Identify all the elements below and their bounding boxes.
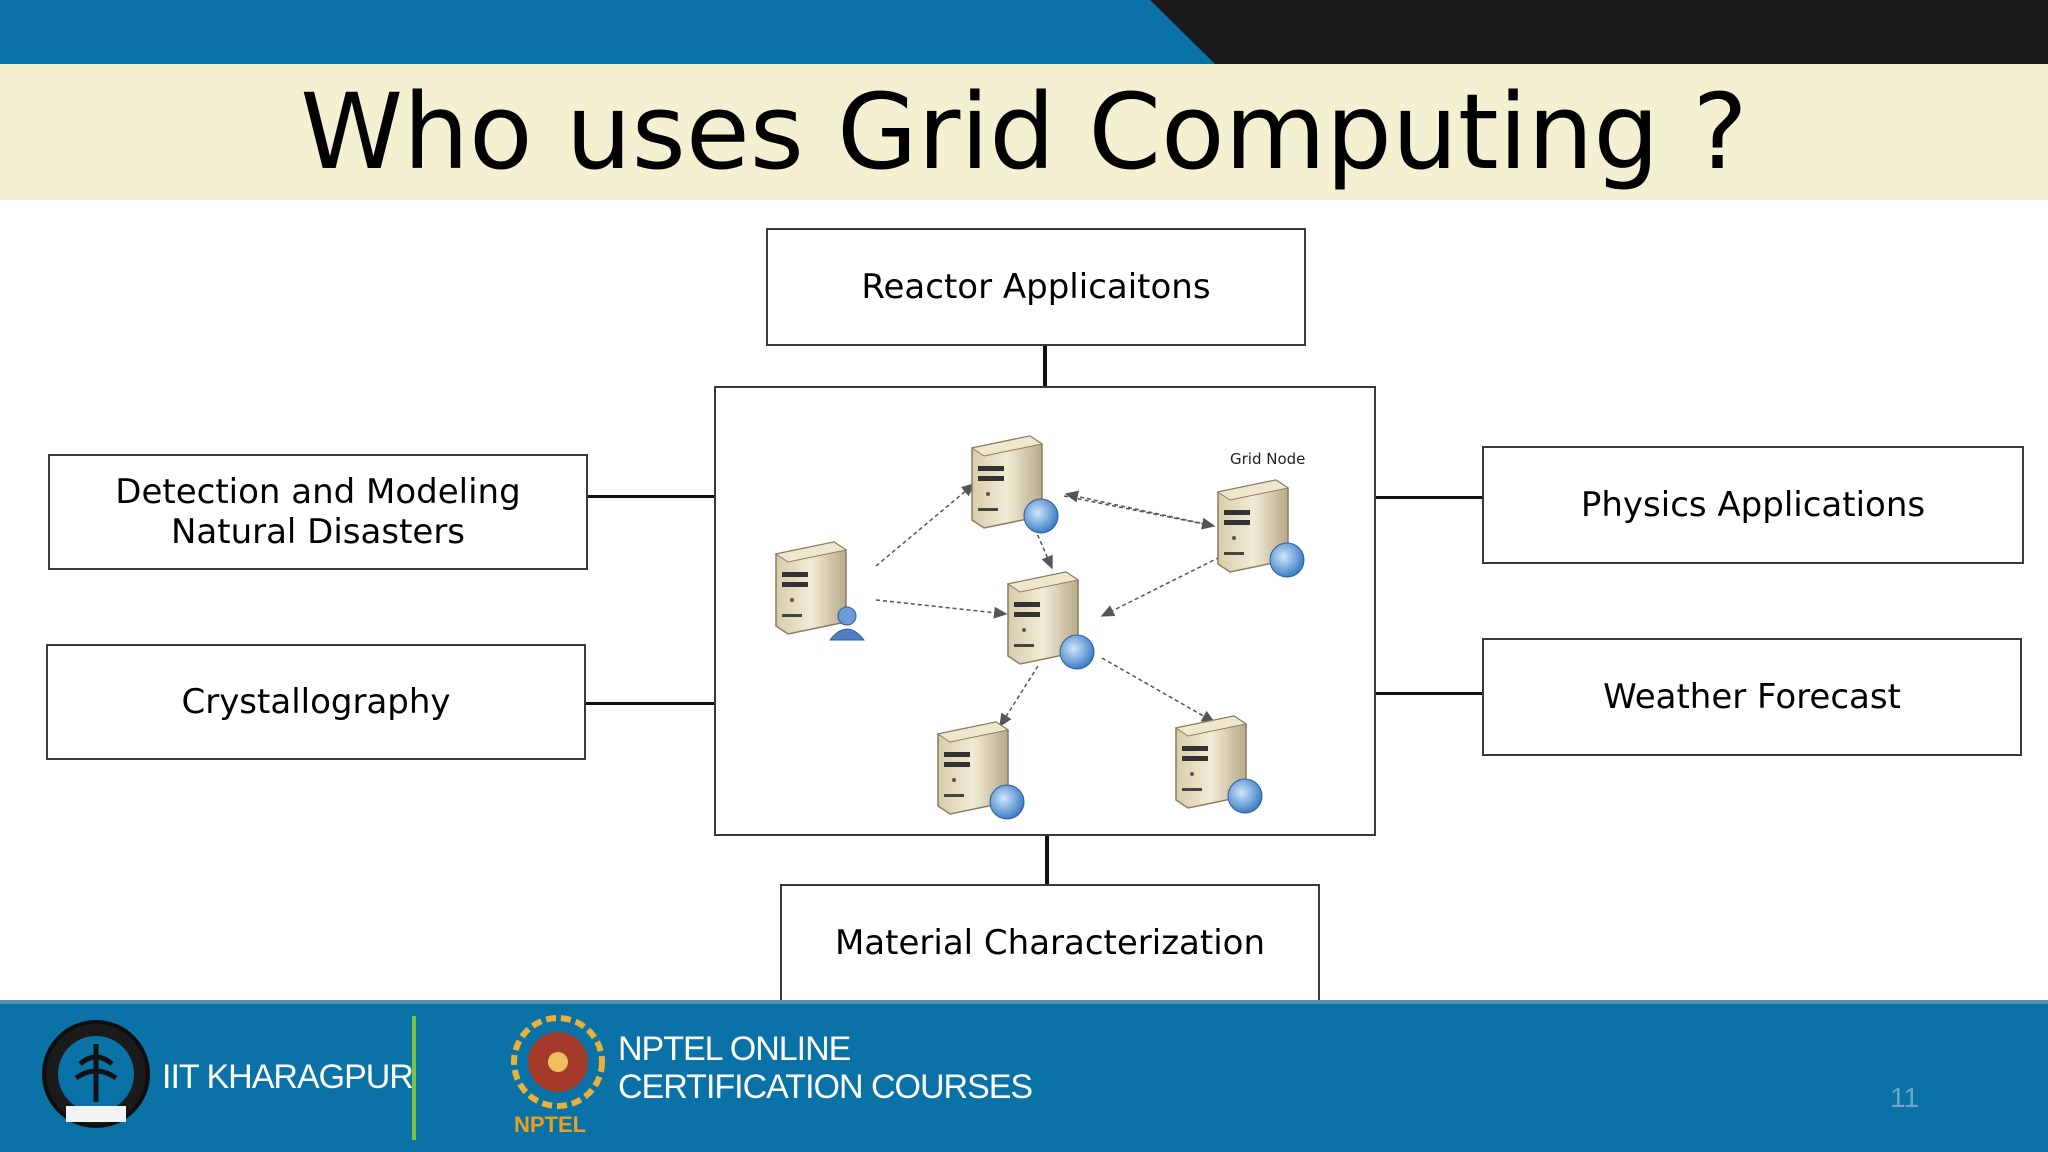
connector-left-top	[588, 495, 714, 498]
footer-institute: IIT KHARAGPUR	[162, 1058, 414, 1096]
server-left	[775, 541, 847, 635]
connector-right-top	[1376, 496, 1482, 499]
footer-divider	[412, 1016, 416, 1140]
box-crystallography: Crystallography	[46, 644, 586, 760]
connector-bottom	[1045, 836, 1049, 884]
connector-right-bottom	[1376, 692, 1482, 695]
box-label: Reactor Applicaitons	[861, 267, 1211, 307]
grid-node-label: Grid Node	[1230, 450, 1306, 468]
grid-network-illustration	[775, 435, 1305, 820]
box-reactor-applications: Reactor Applicaitons	[766, 228, 1306, 346]
connector-left-bottom	[586, 702, 714, 705]
grid-network-box: Grid Node	[714, 386, 1376, 836]
box-label: Material Characterization	[834, 923, 1266, 963]
page-number: 11	[1890, 1082, 1920, 1113]
header-dark-accent	[1150, 0, 2048, 64]
iit-kharagpur-logo	[42, 1020, 150, 1128]
footer-top-line	[0, 1000, 2048, 1006]
slide-title: Who uses Grid Computing ?	[300, 71, 1748, 193]
box-detection-natural-disasters: Detection and Modeling Natural Disasters	[48, 454, 588, 570]
nptel-line-1: NPTEL ONLINE	[618, 1030, 851, 1068]
title-band	[0, 64, 2048, 200]
box-material-characterization: Material Characterization	[780, 884, 1320, 1002]
box-weather-forecast: Weather Forecast	[1482, 638, 2022, 756]
nptel-line-2: CERTIFICATION COURSES	[618, 1068, 1033, 1106]
box-label: Weather Forecast	[1603, 677, 1901, 717]
box-label: Physics Applications	[1580, 485, 1926, 525]
footer-bar	[0, 1004, 2048, 1152]
box-physics-applications: Physics Applications	[1482, 446, 2024, 564]
box-label: Detection and Modeling Natural Disasters	[115, 472, 521, 552]
nptel-logo	[511, 1015, 605, 1109]
user-icon	[828, 606, 866, 641]
connector-top	[1043, 346, 1047, 386]
nptel-logo-text: NPTEL	[514, 1112, 587, 1137]
box-label: Crystallography	[181, 682, 451, 722]
